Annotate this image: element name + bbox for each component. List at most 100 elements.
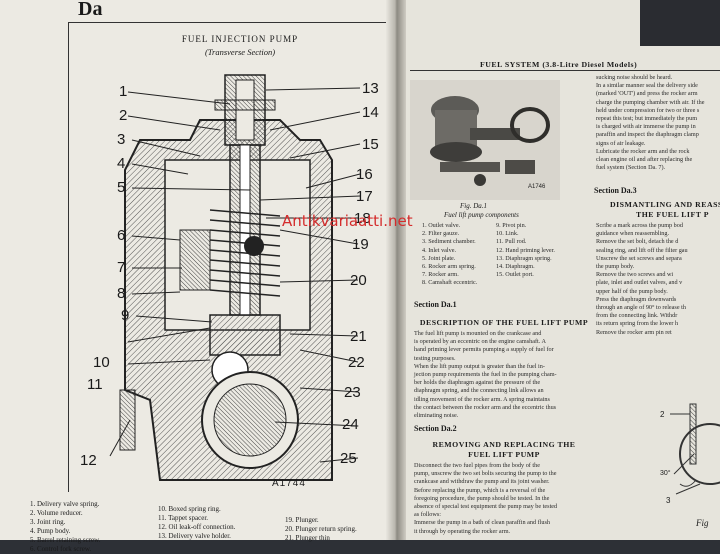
running-head: FUEL SYSTEM (3.8-Litre Diesel Models) — [480, 60, 638, 69]
section-2-heading-2: FUEL LIFT PUMP — [468, 450, 540, 459]
book-spine — [386, 0, 406, 540]
section-3-heading-2: THE FUEL LIFT P — [636, 210, 709, 219]
callout-3: 3 — [117, 131, 126, 148]
section-3-heading-1: DISMANTLING AND REASS — [610, 200, 720, 209]
lift-pump-photo: A1746 — [410, 80, 560, 200]
diagram-label-3: 3 — [666, 496, 671, 505]
parts-item: 5. Joint plate. — [422, 254, 456, 262]
text-line: Scribe a mark across the pump bod — [596, 222, 683, 229]
parts-item: 3. Sediment chamber. — [422, 238, 476, 246]
diagram-caption: Fig — [696, 518, 709, 528]
callout-1: 1 — [119, 83, 128, 100]
diagram-label-angle: 30° — [660, 470, 671, 477]
legend-item: 11. Tappet spacer. — [158, 514, 209, 522]
text-line: paraffin and inspect the diaphragm clamp — [596, 131, 699, 139]
parts-item: 8. Camshaft eccentric. — [422, 279, 478, 287]
callout-20: 20 — [350, 272, 367, 289]
callout-18: 18 — [354, 210, 371, 227]
text-line: hand priming lever permits pumping a sup… — [414, 346, 554, 354]
watermark: Antikvariaatti.net — [282, 212, 413, 230]
text-line: is charged with air immerse the pump in — [596, 123, 696, 131]
figure-subtitle: (Transverse Section) — [204, 47, 276, 57]
callout-9: 9 — [121, 307, 130, 324]
text-line: (marked 'OUT') and press the rocker arm — [596, 90, 698, 98]
text-line: signs of air leakage. — [596, 139, 646, 147]
background-corner — [640, 0, 720, 46]
legend-item: 10. Boxed spring ring. — [158, 505, 221, 513]
legend-column-1: 1. Delivery valve spring. 2. Volume redu… — [30, 500, 150, 554]
text-line: clean engine oil and after replacing the — [596, 156, 693, 164]
callout-21: 21 — [350, 328, 367, 345]
legend-column-3: 19. Plunger. 20. Plunger return spring. … — [285, 516, 385, 543]
text-line: The fuel lift pump is mounted on the cra… — [414, 330, 542, 337]
legend-item: 1. Delivery valve spring. — [30, 500, 100, 508]
text-line: sealing ring, and lift off the filter ga… — [596, 246, 688, 254]
callout-16: 16 — [356, 166, 373, 183]
parts-item: 6. Rocker arm spring. — [422, 263, 476, 271]
left-margin-rule — [68, 22, 69, 492]
section-1-heading: DESCRIPTION OF THE FUEL LIFT PUMP — [419, 318, 589, 327]
diagram-label-2: 2 — [660, 410, 665, 419]
callout-24: 24 — [342, 416, 359, 433]
pump-section-drawing — [109, 74, 361, 481]
section-mark: Da — [78, 0, 103, 20]
parts-item: 7. Rocker arm. — [422, 271, 459, 279]
column-2-top: sucking noise should be heard. In a simi… — [596, 74, 720, 172]
photo-code: A1746 — [528, 184, 546, 190]
legend-item: 19. Plunger. — [285, 516, 319, 524]
callout-8: 8 — [117, 285, 126, 302]
text-line: plate, inlet and outlet valves, and v — [596, 279, 683, 287]
text-line: ber holds the diaphragm against the pres… — [414, 379, 541, 387]
parts-item: 4. Inlet valve. — [422, 246, 457, 254]
callout-25: 25 — [340, 450, 357, 467]
callout-6: 6 — [117, 227, 126, 244]
figure-number: A1744 — [272, 478, 306, 489]
right-page: FUEL SYSTEM (3.8-Litre Diesel Models) A1… — [396, 0, 720, 540]
legend-item: 21. Plunger thin — [285, 534, 330, 542]
text-line: as follows: — [414, 511, 441, 519]
text-line: foregoing procedure, the pump should be … — [414, 494, 550, 502]
text-line: upper half of the pump body. — [596, 287, 668, 295]
text-line: idling movement of the rocker arm. A spr… — [414, 395, 550, 403]
text-line: charge the pumping chamber with air. If … — [596, 98, 705, 106]
text-line: Immerse the pump in a bath of clean para… — [414, 519, 550, 527]
text-line: fuel system (Section Da. 7). — [596, 164, 666, 172]
callout-11: 11 — [87, 376, 103, 393]
legend-item: 4. Pump body. — [30, 527, 71, 535]
text-line: Remove the rocker arm pin ret — [596, 328, 672, 336]
text-line: from the connecting link. Withdr — [596, 312, 678, 320]
parts-item: 11. Pull rod. — [496, 238, 527, 246]
text-line: the contact between the rocker arm and t… — [414, 403, 557, 411]
callout-23: 23 — [344, 384, 361, 401]
legend-column-2: 10. Boxed spring ring. 11. Tappet spacer… — [158, 505, 278, 541]
parts-item: 2. Filter gauze. — [422, 230, 460, 238]
parts-list-1: 1. Outlet valve. 2. Filter gauze. 3. Sed… — [422, 222, 502, 288]
callout-15: 15 — [362, 136, 379, 153]
parts-item: 14. Diaphragm. — [496, 263, 535, 271]
parts-item: 13. Diaphragm spring. — [496, 254, 552, 262]
callout-5: 5 — [117, 179, 126, 196]
section-2-body: Disconnect the two fuel pipes from the b… — [414, 462, 596, 536]
callout-7: 7 — [117, 259, 126, 276]
text-line: repeat this test; but immediately the pu… — [596, 115, 698, 123]
callout-2: 2 — [119, 107, 128, 124]
text-line: held under compression for two or three … — [596, 106, 700, 114]
parts-item: 9. Pivot pin. — [496, 222, 527, 229]
legend-item: 6. Control fork screw. — [30, 545, 92, 553]
parts-item: 10. Link. — [496, 230, 519, 238]
parts-item: 15. Outlet port. — [496, 271, 534, 279]
text-line: the pump body. — [596, 263, 635, 271]
text-line: its return spring from the lower h — [596, 320, 679, 328]
callout-4: 4 — [117, 155, 126, 172]
section-3-label: Section Da.3 — [594, 186, 637, 195]
text-line: Disconnect the two fuel pipes from the b… — [414, 462, 540, 469]
left-page: Da FUEL INJECTION PUMP (Transverse Secti… — [0, 0, 398, 553]
text-line: it through by operating the rocker arm. — [414, 527, 511, 535]
text-line: guidance when reassembling. — [596, 230, 670, 238]
header-rule-right — [410, 70, 720, 71]
legend-item: 2. Volume reducer. — [30, 509, 83, 517]
text-line: Before replacing the pump, which is a re… — [414, 486, 546, 494]
figure-caption: Fig. Da.1 — [460, 202, 488, 210]
text-line: jection pump requirements the fuel in th… — [414, 371, 557, 379]
callout-10: 10 — [93, 354, 110, 371]
